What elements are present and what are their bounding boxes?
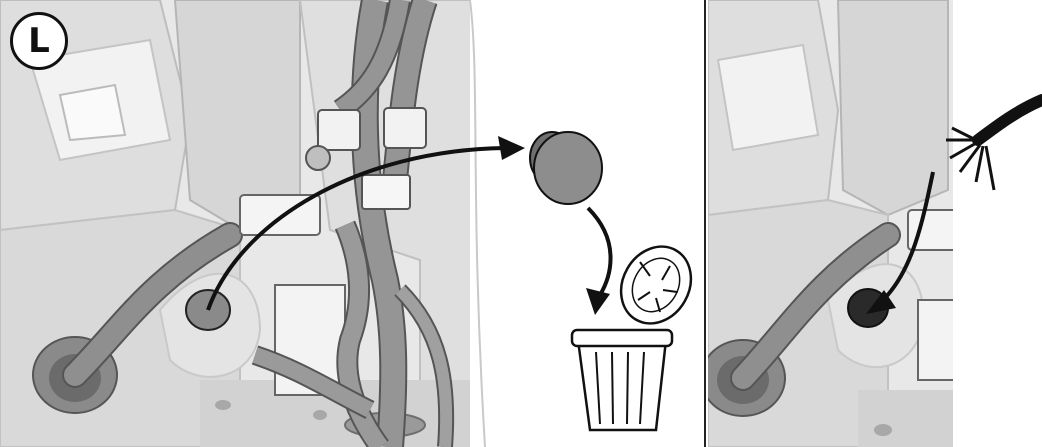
right-illustration-panel (708, 0, 1042, 447)
step-badge: L (10, 12, 68, 70)
panel-divider (704, 0, 706, 447)
step-label: L (28, 21, 50, 61)
wire-bundle-icon (946, 94, 1042, 191)
arrow-head-remove (498, 136, 525, 160)
vehicle-interior-illustration-left (0, 0, 693, 447)
trash-can-icon (570, 245, 693, 432)
rubber-plug-icon (529, 131, 603, 205)
vehicle-interior-illustration-right (708, 0, 1042, 447)
left-illustration-panel: L (0, 0, 693, 447)
